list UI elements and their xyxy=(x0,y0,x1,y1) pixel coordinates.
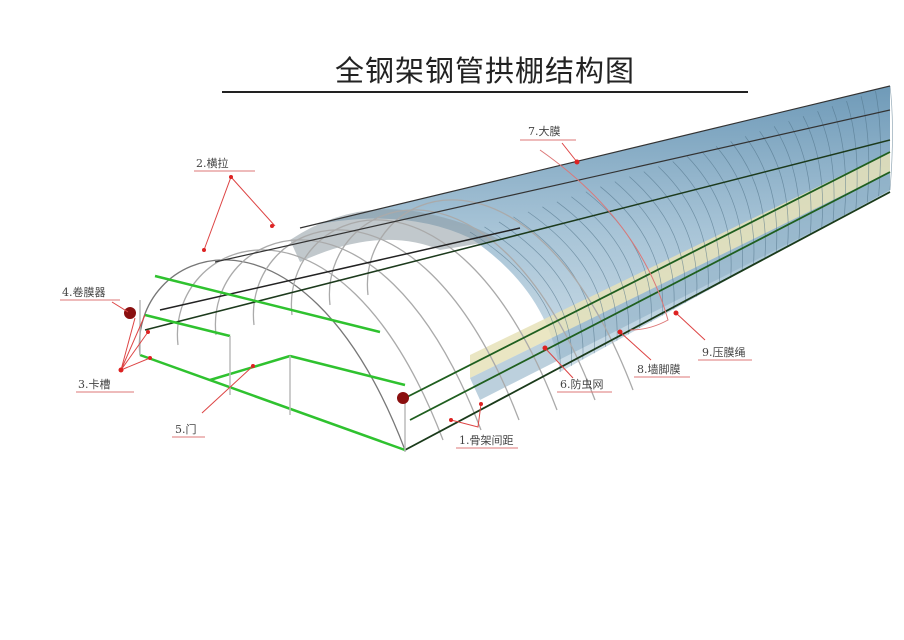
label-door: 5.门 xyxy=(172,364,255,438)
steel-arch xyxy=(290,219,558,411)
film-rib xyxy=(817,111,835,222)
film-rib xyxy=(701,151,743,272)
film-rope-line xyxy=(539,149,669,331)
steel-arch xyxy=(328,209,596,401)
film-rib xyxy=(571,196,641,329)
title-underline xyxy=(222,91,748,93)
label-insect-net: 6.防虫网 xyxy=(542,345,612,393)
svg-text:8.墙脚膜: 8.墙脚膜 xyxy=(637,362,681,376)
film-roller-left xyxy=(124,307,136,319)
label-main-film: 7.大膜 xyxy=(520,124,580,165)
svg-text:1.骨架间距: 1.骨架间距 xyxy=(459,434,514,447)
film-rib xyxy=(860,95,870,203)
label-clip-groove: 3.卡槽 xyxy=(76,314,152,393)
film-rib xyxy=(831,106,846,216)
film-rib xyxy=(759,131,789,247)
svg-text:7.大膜: 7.大膜 xyxy=(528,124,561,138)
film-rib xyxy=(846,100,858,209)
door-frame xyxy=(139,300,406,452)
film-rib xyxy=(802,116,823,228)
film-rib xyxy=(600,186,664,316)
film-rib xyxy=(585,191,652,322)
film-rib xyxy=(556,201,629,335)
svg-text:6.防虫网: 6.防虫网 xyxy=(560,377,604,391)
film-rib xyxy=(498,221,584,360)
insect-net-band xyxy=(470,152,890,378)
film-rib xyxy=(672,161,721,285)
film-rib xyxy=(629,176,686,303)
film-rib xyxy=(614,181,675,310)
wall-film-band xyxy=(470,172,890,400)
svg-text:2.横拉: 2.横拉 xyxy=(196,156,229,170)
steel-arch xyxy=(252,229,520,421)
label-film-rope: 9.压膜绳 xyxy=(673,310,752,361)
svg-text:3.卡槽: 3.卡槽 xyxy=(78,378,111,391)
film-rib xyxy=(875,90,881,197)
film-roller-right xyxy=(397,392,409,404)
film-rib xyxy=(469,231,561,373)
longitudinal-rails xyxy=(144,85,891,451)
steel-arch xyxy=(214,239,482,431)
svg-text:9.压膜绳: 9.压膜绳 xyxy=(702,345,746,359)
label-cross-brace: 2.横拉 xyxy=(194,156,276,252)
label-film-roller: 4.卷膜器 xyxy=(60,285,129,313)
film-shadow xyxy=(290,209,500,262)
steel-arch xyxy=(366,199,634,391)
film-rib xyxy=(686,156,732,278)
film-rib xyxy=(658,166,709,291)
svg-text:5.门: 5.门 xyxy=(175,422,197,436)
film-rib xyxy=(542,206,618,341)
svg-text:4.卷膜器: 4.卷膜器 xyxy=(62,285,106,299)
label-wall-film: 8.墙脚膜 xyxy=(617,329,690,378)
film-rib xyxy=(773,126,800,241)
film-rib xyxy=(715,146,755,266)
diagram-title: 全钢架钢管拱棚结构图 xyxy=(334,54,635,88)
main-film xyxy=(300,86,890,372)
film-rib xyxy=(889,85,893,191)
film-rib xyxy=(643,171,698,297)
steel-arch xyxy=(176,249,444,441)
end-frame-green xyxy=(139,274,406,452)
film-rib xyxy=(484,226,572,366)
film-rib xyxy=(730,141,766,260)
film-rib xyxy=(744,136,778,253)
steel-arch xyxy=(138,259,406,451)
label-spacing: 1.骨架间距 xyxy=(449,402,518,449)
